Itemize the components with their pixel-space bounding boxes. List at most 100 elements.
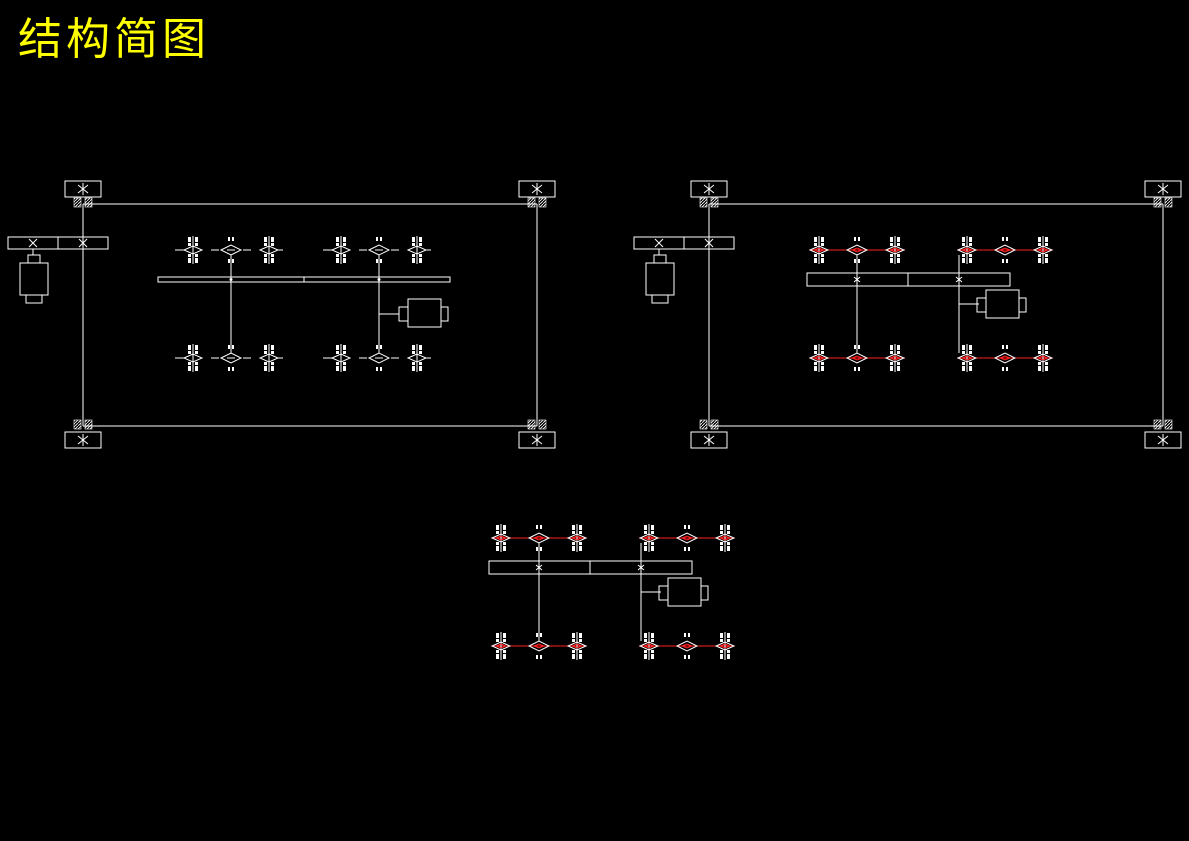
pad [897, 237, 900, 242]
pad [684, 547, 686, 551]
pad [503, 654, 506, 659]
pad [536, 633, 538, 637]
pad [644, 546, 647, 551]
bearing-block [690, 180, 728, 198]
pad [897, 243, 900, 246]
pad [419, 243, 422, 246]
pad [1045, 351, 1048, 354]
wheel-symbol [714, 524, 736, 552]
pad [821, 362, 824, 365]
pad [644, 633, 647, 638]
corner-bearing [518, 419, 556, 449]
bearing-block [64, 180, 102, 198]
wheel-symbol [1032, 236, 1054, 264]
pad [536, 547, 538, 551]
wheel-group [175, 344, 283, 372]
pad [419, 345, 422, 350]
pad [969, 237, 972, 242]
drive-wheel-symbol [527, 525, 551, 551]
corner-bearing [1144, 419, 1182, 449]
pad [651, 546, 654, 551]
wheel-symbol [406, 344, 428, 372]
pad [1045, 254, 1048, 257]
pad [897, 254, 900, 257]
wheel-diamond-inner [570, 643, 584, 649]
wheel-diamond [1032, 353, 1054, 363]
pad [412, 237, 415, 242]
pad [962, 258, 965, 263]
pad [890, 345, 893, 350]
motor-end-cap [700, 585, 709, 601]
pad [195, 345, 198, 350]
pad [727, 546, 730, 551]
motor-body [667, 577, 702, 607]
wheel-diamond [490, 533, 512, 543]
pad [684, 525, 686, 529]
wheel-diamond [566, 533, 588, 543]
wheel-symbol [490, 524, 512, 552]
pad [727, 542, 730, 545]
pad [419, 254, 422, 257]
pad [1038, 243, 1041, 246]
wheel-diamond-inner [1036, 247, 1050, 253]
pad [496, 654, 499, 659]
bearing-block [1144, 431, 1182, 449]
pad [195, 258, 198, 263]
pad [232, 237, 234, 241]
hatch-left [527, 419, 536, 430]
pad [572, 639, 575, 642]
wheel-diamond [367, 352, 391, 364]
pad [496, 639, 499, 642]
pad [336, 345, 339, 350]
pad [412, 243, 415, 246]
pad [1006, 237, 1008, 241]
wheel-diamond [993, 244, 1017, 256]
pad [727, 650, 730, 653]
hoist-motor-end [25, 294, 43, 304]
pad [1002, 367, 1004, 371]
wheel-diamond-inner [998, 247, 1012, 253]
trolley-mechanism [157, 236, 451, 372]
hoist-trolley [633, 236, 735, 304]
wheel-diamond [808, 353, 830, 363]
pad [343, 243, 346, 246]
pad [195, 362, 198, 365]
pad [814, 254, 817, 257]
pad [962, 345, 965, 350]
pad [343, 366, 346, 371]
wheel-diamond [527, 532, 551, 544]
wheel-symbol [714, 632, 736, 660]
pad [644, 531, 647, 534]
motor-end-cap [1018, 297, 1027, 313]
bearing-block [518, 180, 556, 198]
pad [503, 531, 506, 534]
pad [579, 633, 582, 638]
wheel-diamond-inner [718, 643, 732, 649]
hoist-coupling [27, 254, 41, 264]
pad [264, 351, 267, 354]
pad [188, 237, 191, 242]
wheel-diamond-inner [960, 247, 974, 253]
hoist-motor-end [651, 294, 669, 304]
pad [821, 243, 824, 246]
pad [228, 367, 230, 371]
pad [814, 351, 817, 354]
pad [969, 345, 972, 350]
pad [720, 650, 723, 653]
wheel-diamond-inner [494, 643, 508, 649]
hoist-trolley [7, 236, 109, 304]
wheel-symbol [638, 524, 660, 552]
pad [814, 258, 817, 263]
pad [496, 650, 499, 653]
pad [503, 633, 506, 638]
pad [264, 345, 267, 350]
wheel-diamond-inner [532, 535, 546, 541]
pad [688, 525, 690, 529]
wheel-diamond-inner [888, 355, 902, 361]
pad [858, 367, 860, 371]
pad [271, 345, 274, 350]
wheel-diamond-inner [494, 535, 508, 541]
pad [651, 650, 654, 653]
pad [897, 366, 900, 371]
drive-wheel-symbol [527, 633, 551, 659]
